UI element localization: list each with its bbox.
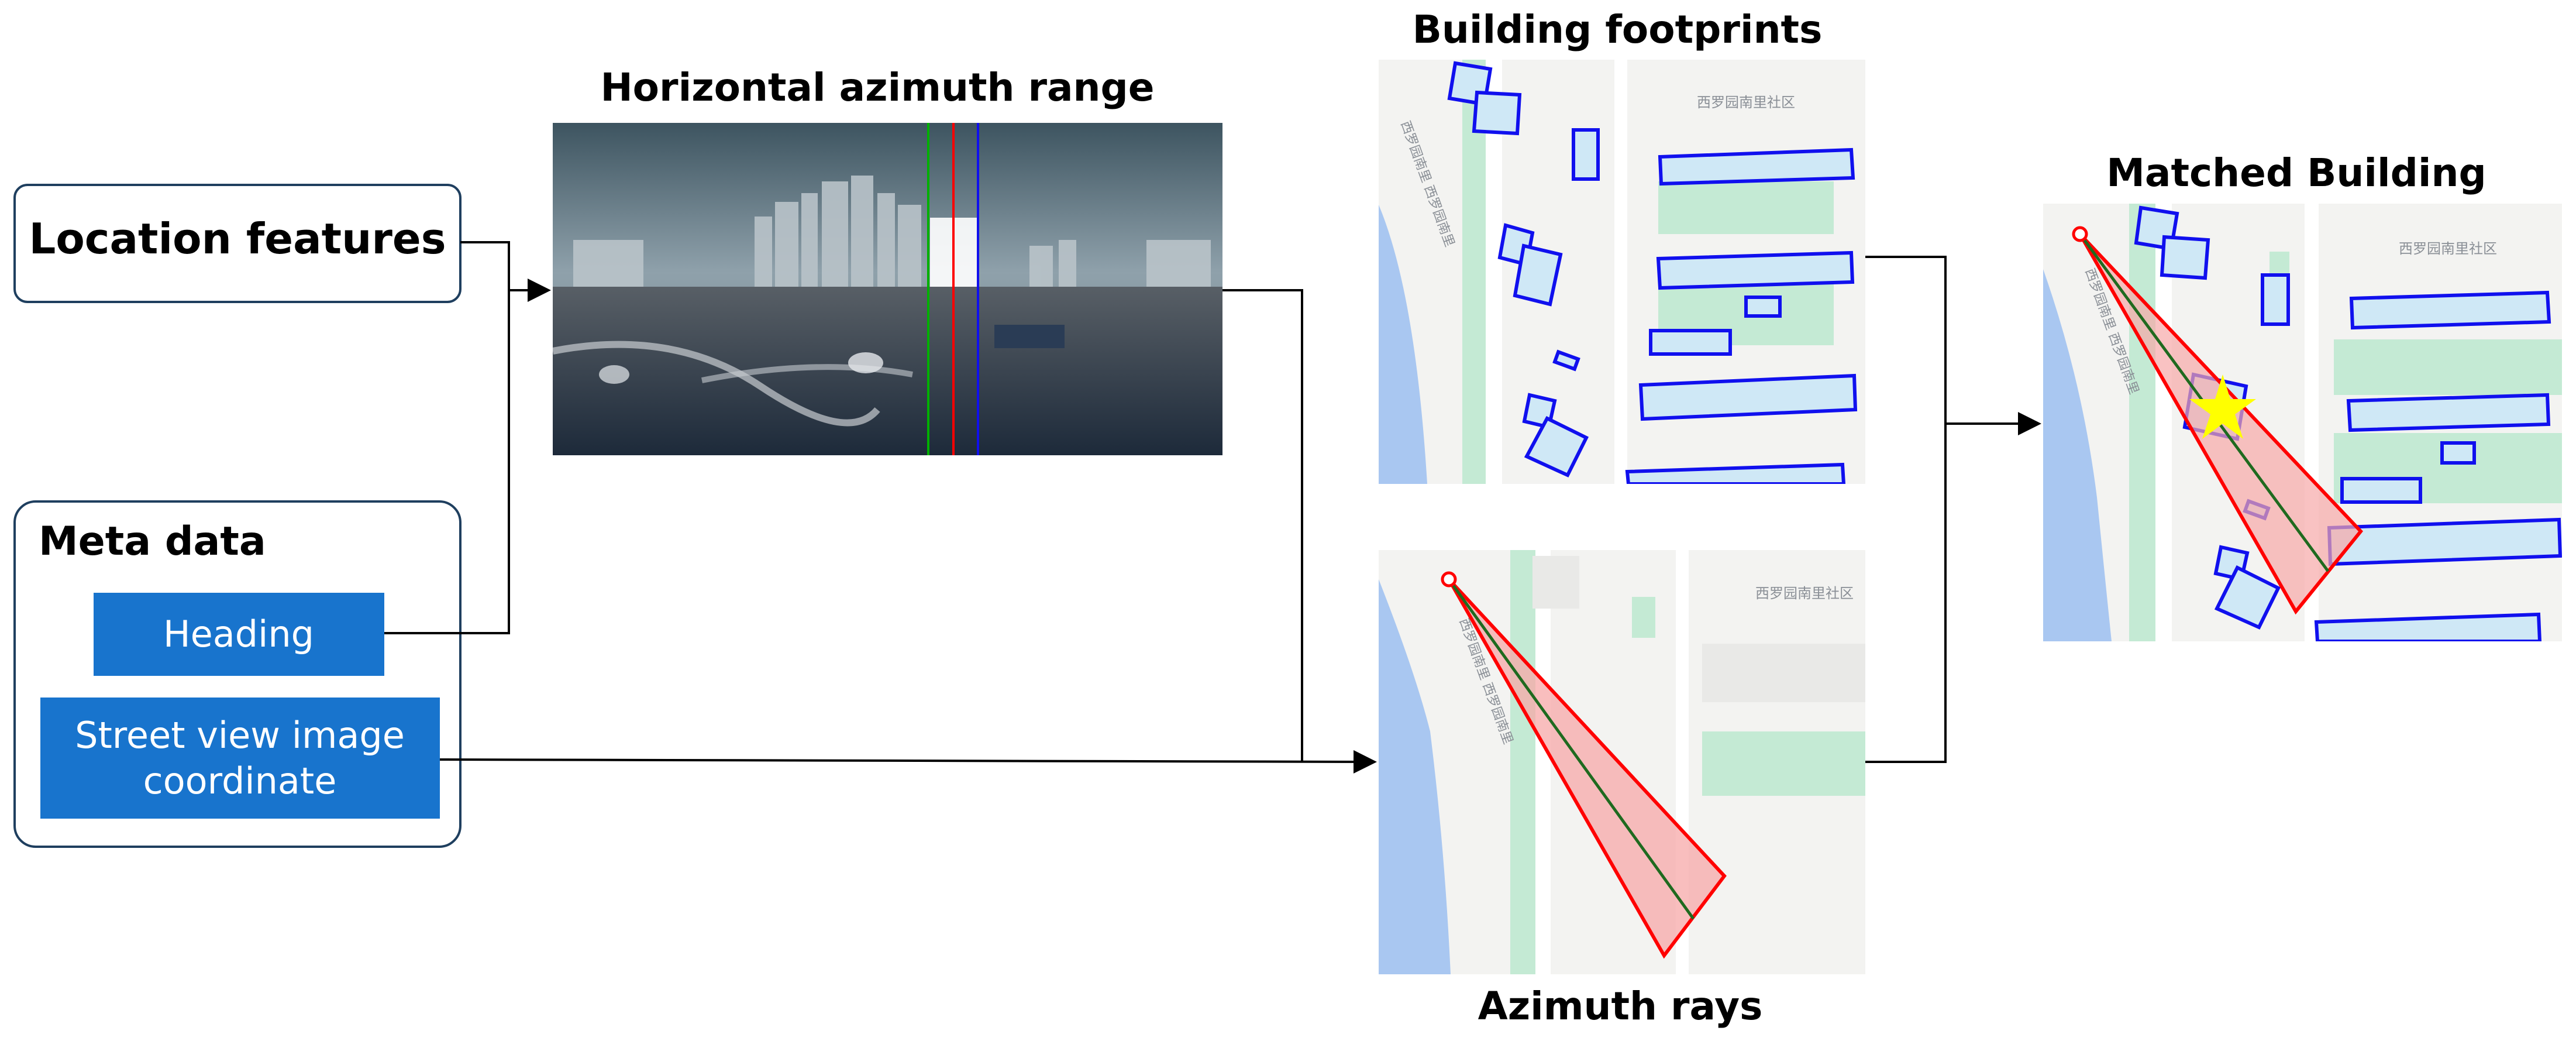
connector-heading-to-panorama <box>384 290 510 634</box>
meta-data-label: Meta data <box>39 518 266 565</box>
title-azimuth-rays: Azimuth rays <box>1478 984 1763 1029</box>
coordinate-label-line1: Street view image <box>75 714 405 757</box>
heading-box: Heading <box>94 593 384 676</box>
connector-rays-out <box>1865 424 1947 763</box>
building-footprints <box>1447 61 1858 484</box>
matched-map-district-label: 西罗园南里社区 <box>2399 241 2497 257</box>
coordinate-box: Street view image coordinate <box>40 698 440 819</box>
connectors <box>384 241 2041 774</box>
rays-map-district-label: 西罗园南里社区 <box>1755 585 1854 602</box>
title-building-footprints: Building footprints <box>1413 7 1823 52</box>
title-matched-building: Matched Building <box>2106 150 2487 195</box>
azimuth-center-ray <box>1447 578 1695 920</box>
camera-location-point <box>1441 571 1457 588</box>
connector-coordinate-to-rays <box>439 750 1377 774</box>
street-view-panorama <box>553 123 1222 455</box>
heading-label: Heading <box>163 613 314 655</box>
coordinate-label-line2: coordinate <box>143 760 337 802</box>
title-azimuth-range: Horizontal azimuth range <box>600 65 1154 110</box>
footprints-map: 西罗园南里社区 西罗园南里 西罗园南里 <box>1379 60 1865 484</box>
location-features-label: Location features <box>29 214 446 263</box>
map-district-label: 西罗园南里社区 <box>1697 94 1795 111</box>
matched-camera-point <box>2072 226 2088 242</box>
connector-footprints-out <box>1865 256 1947 424</box>
meta-data-box: Meta data Heading Street view image coor… <box>13 500 462 848</box>
rays-map: 西罗园南里社区 西罗园南里 西罗园南里 <box>1379 550 1865 974</box>
connector-panorama-out <box>1222 289 1303 762</box>
matched-building-star-icon <box>2189 375 2256 439</box>
connector-location-to-panorama <box>460 241 510 290</box>
location-features-box: Location features <box>13 184 462 303</box>
matched-map: 西罗园南里社区 西罗园南里 西罗园南里 <box>2043 204 2562 641</box>
